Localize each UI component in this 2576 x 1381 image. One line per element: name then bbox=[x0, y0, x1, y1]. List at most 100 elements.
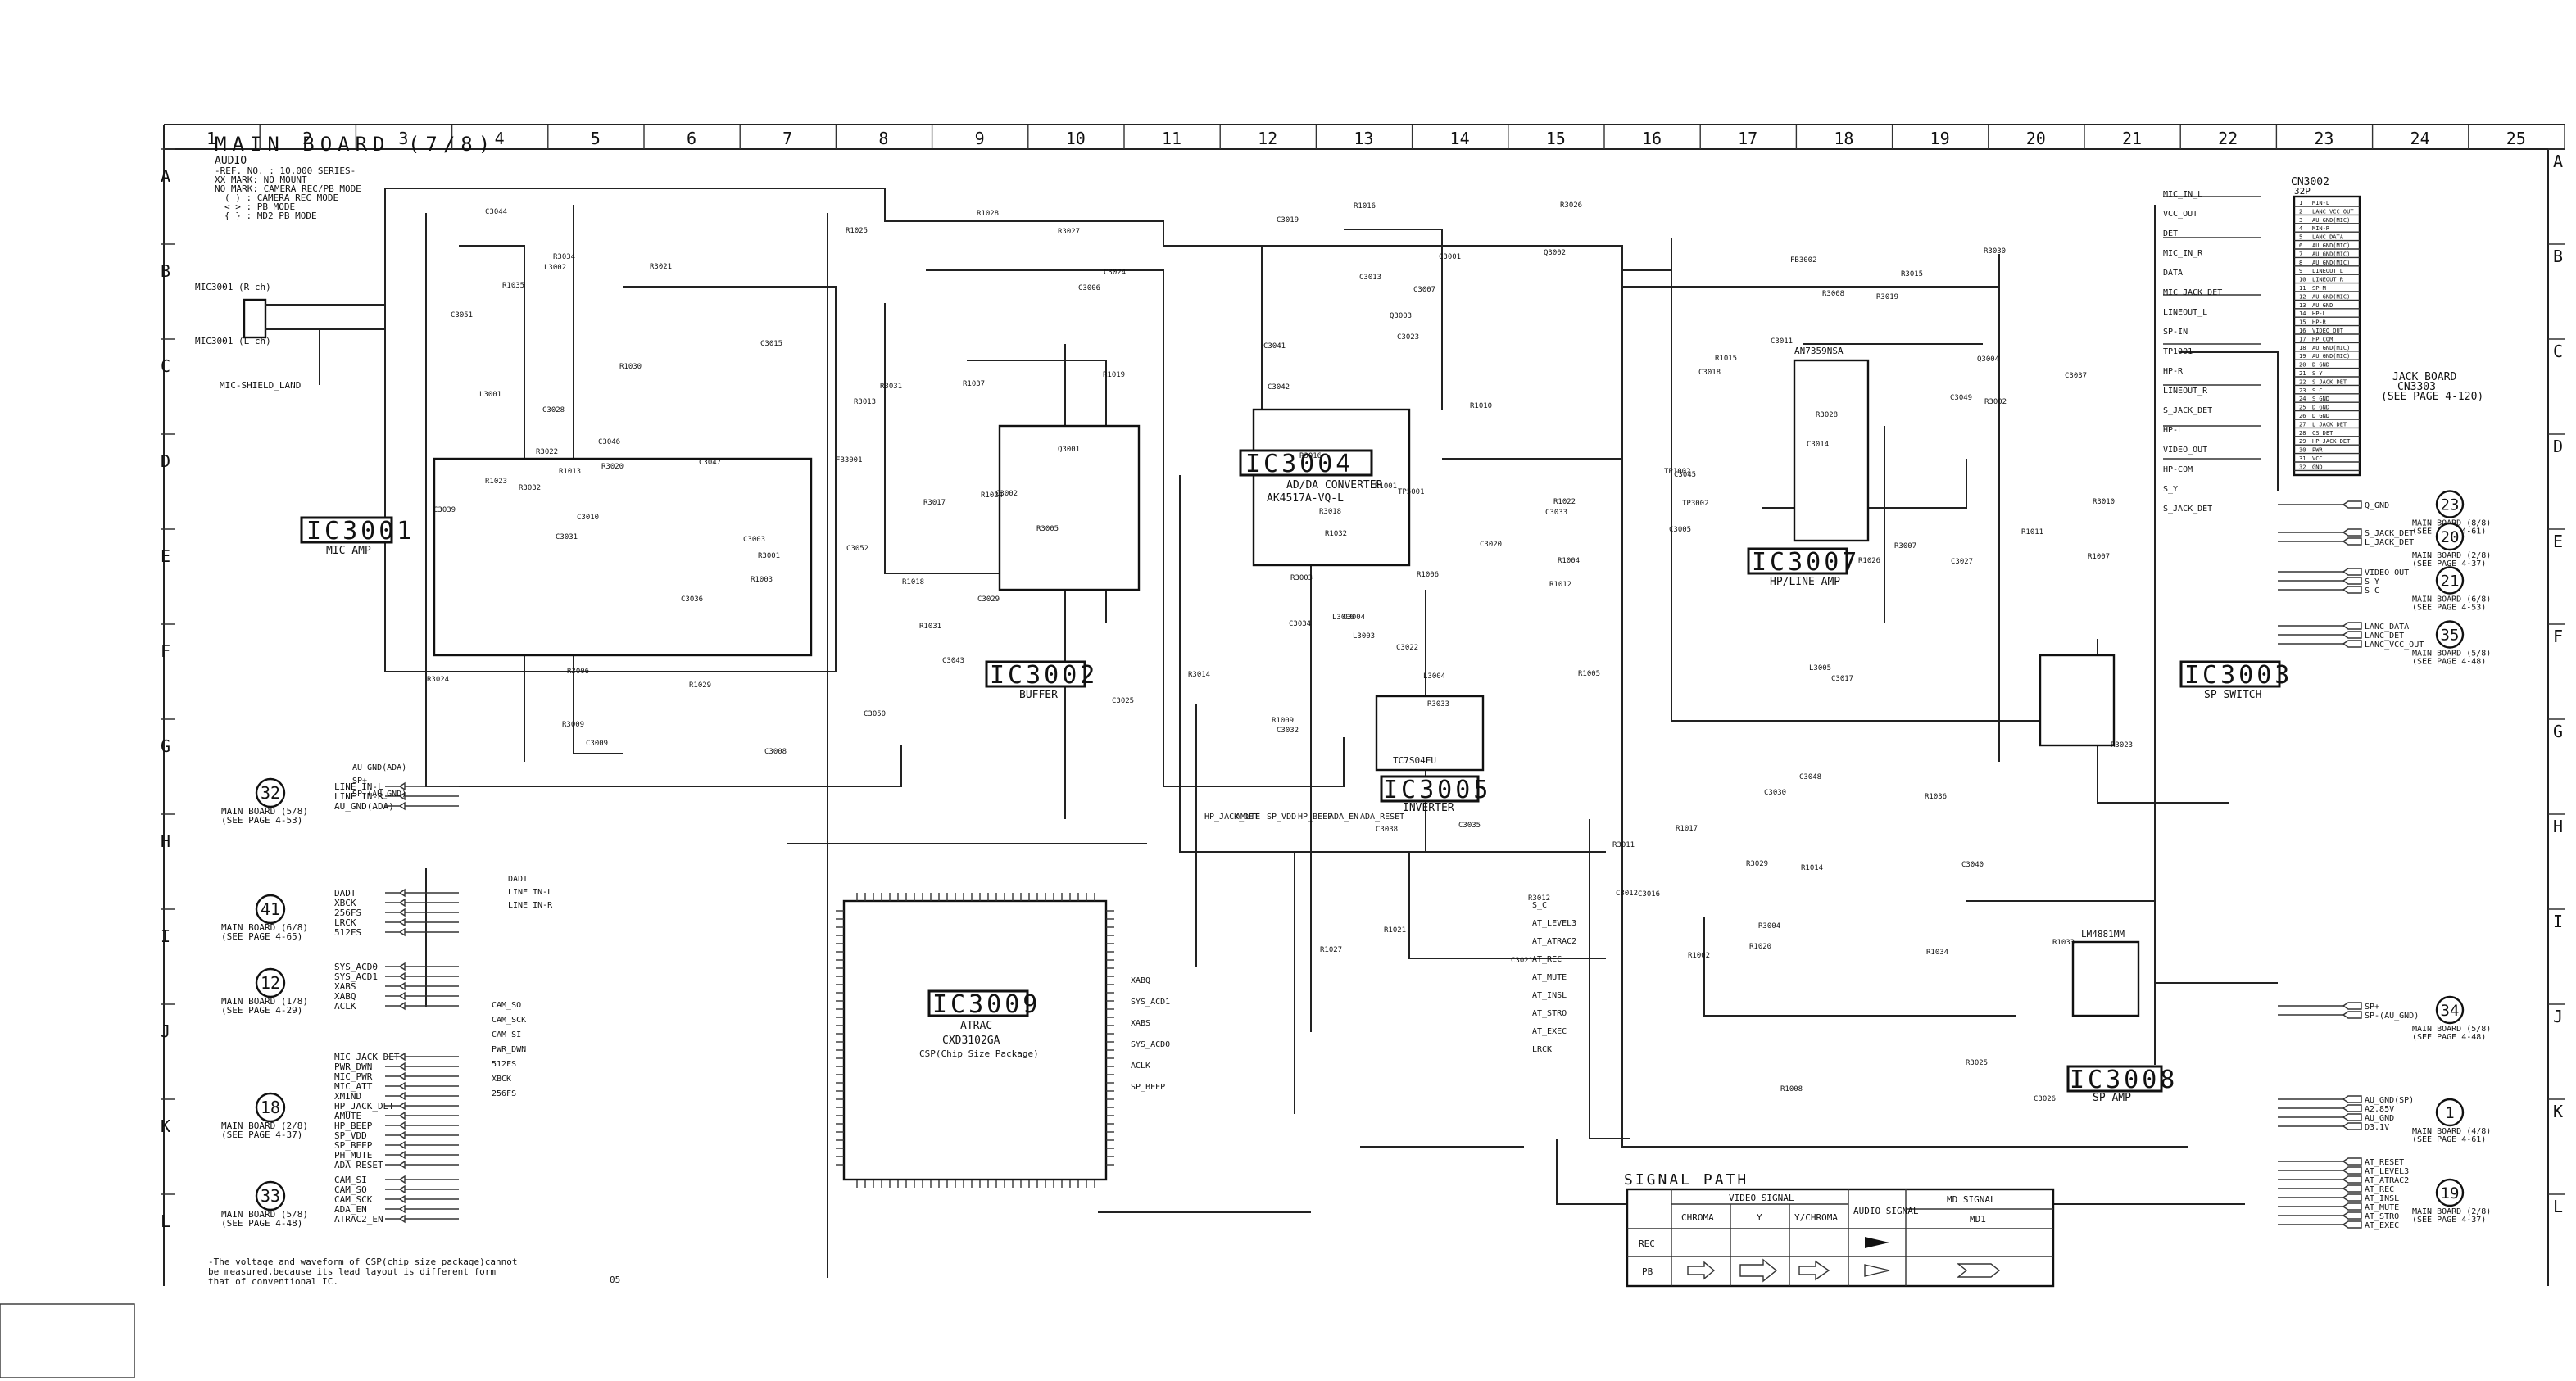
jack-pin-name: MIN-R bbox=[2312, 225, 2330, 232]
connector-arrow-icon bbox=[385, 1194, 406, 1204]
footnote-line: be measured,because its lead layout is d… bbox=[208, 1266, 496, 1277]
connector-page: (SEE PAGE 4-29) bbox=[221, 1005, 302, 1016]
component-ref: FB3001 bbox=[836, 456, 863, 464]
column-label: 23 bbox=[2314, 129, 2333, 148]
component-ref: R1004 bbox=[1558, 557, 1580, 565]
connector-board: MAIN BOARD (2/8) bbox=[2412, 1207, 2491, 1216]
connector-arrow-icon bbox=[385, 801, 406, 811]
connector-board: MAIN BOARD (1/8) bbox=[221, 996, 308, 1007]
connector-signal: SP+ bbox=[2365, 1003, 2379, 1012]
connector-board: MAIN BOARD (5/8) bbox=[221, 1209, 308, 1220]
net-label: SP-IN bbox=[2163, 328, 2188, 337]
jack-pin-number: 28 bbox=[2299, 430, 2306, 437]
net-label: HP_JACK_DET bbox=[1204, 813, 1259, 822]
ic-func: INVERTER bbox=[1403, 802, 1454, 814]
connector-page: (SEE PAGE 4-48) bbox=[221, 1218, 302, 1229]
connector-page: (SEE PAGE 4-37) bbox=[2412, 559, 2486, 568]
jack-pin-number: 19 bbox=[2299, 353, 2306, 360]
row-label: G bbox=[2553, 722, 2563, 741]
component-ref: C3007 bbox=[1413, 286, 1435, 294]
connector-number: 19 bbox=[2441, 1184, 2460, 1202]
component-ref: C3026 bbox=[2034, 1095, 2056, 1103]
row-label: I bbox=[2553, 912, 2563, 931]
legend-row-rec: REC bbox=[1639, 1238, 1655, 1249]
jack-pin-name: HP-R bbox=[2312, 319, 2327, 326]
connector-signal: AU_GND bbox=[2365, 1114, 2394, 1123]
legend-title: SIGNAL PATH bbox=[1624, 1171, 1748, 1189]
connector-signal: ATRAC2_EN bbox=[334, 1214, 383, 1225]
net-label: S_C bbox=[1532, 901, 1547, 910]
component-ref: R1025 bbox=[846, 227, 868, 235]
column-label: 13 bbox=[1354, 129, 1373, 148]
ic-part: LM4881MM bbox=[2081, 929, 2125, 940]
component-ref: C3033 bbox=[1545, 509, 1567, 517]
column-label: 19 bbox=[1930, 129, 1950, 148]
connector-circle bbox=[2435, 1098, 2465, 1127]
connector-number: 35 bbox=[2441, 627, 2460, 645]
connector-number: 33 bbox=[261, 1186, 280, 1206]
component-ref: R3018 bbox=[1319, 508, 1341, 516]
connector-signal: XBCK bbox=[334, 898, 356, 908]
jack-pin-number: 22 bbox=[2299, 378, 2306, 385]
component-ref: R1013 bbox=[559, 468, 581, 476]
connector-signal: 256FS bbox=[334, 908, 361, 918]
component-ref: C3046 bbox=[598, 438, 620, 446]
connector-signal: AT_REC bbox=[2365, 1185, 2394, 1194]
row-label: D bbox=[161, 451, 170, 471]
column-label: 25 bbox=[2506, 129, 2526, 148]
connector-signal: MIC_ATT bbox=[334, 1081, 373, 1092]
legend-y: Y bbox=[1757, 1212, 1762, 1223]
connector-arrow-icon bbox=[385, 1071, 406, 1081]
connector-circle bbox=[255, 967, 286, 998]
connector-signal: HP_BEEP bbox=[334, 1121, 373, 1131]
ref-note: NO MARK: CAMERA REC/PB MODE bbox=[215, 183, 361, 194]
ic-note: CSP(Chip Size Package) bbox=[919, 1048, 1039, 1059]
row-label: J bbox=[2553, 1007, 2563, 1026]
connector-arrow-icon bbox=[2342, 631, 2362, 639]
column-label: 4 bbox=[495, 129, 505, 148]
ic-func: SP AMP bbox=[2093, 1092, 2131, 1104]
component-ref: C3004 bbox=[1343, 614, 1365, 622]
connector-signal: AT_INSL bbox=[2365, 1194, 2399, 1203]
ic-part: AN7359NSA bbox=[1794, 346, 1844, 356]
component-ref: C3010 bbox=[577, 514, 599, 522]
cn-ref: CN3002 bbox=[2291, 176, 2329, 188]
net-label: HP-L bbox=[2163, 426, 2183, 435]
jack-pin-name: HP_JACK_DET bbox=[2312, 438, 2351, 445]
net-label: LRCK bbox=[1532, 1045, 1552, 1054]
row-label: H bbox=[2553, 817, 2563, 836]
connector-signal: S_Y bbox=[2365, 577, 2379, 586]
net-label: DET bbox=[2163, 229, 2178, 238]
component-ref: R3030 bbox=[1984, 247, 2006, 256]
connector-circle bbox=[255, 777, 286, 808]
connector-arrow-icon bbox=[385, 927, 406, 937]
jack-pin-name: HP_COM bbox=[2312, 336, 2333, 342]
footnote-line: -The voltage and waveform of CSP(chip si… bbox=[208, 1256, 518, 1267]
connector-signal: LANC_VCC_OUT bbox=[2365, 641, 2424, 650]
connector-arrow-icon bbox=[385, 781, 406, 791]
connector-arrow-icon bbox=[385, 1184, 406, 1194]
net-label: S_JACK_DET bbox=[2163, 505, 2212, 514]
component-ref: R1031 bbox=[919, 623, 941, 631]
connector-arrow-icon bbox=[2342, 1104, 2362, 1112]
ic3009-pins bbox=[836, 893, 1114, 1188]
component-ref: R1023 bbox=[485, 478, 507, 486]
component-ref: R3013 bbox=[854, 398, 876, 406]
component-ref: C3029 bbox=[977, 595, 1000, 604]
jack-pin-name: S_C bbox=[2312, 387, 2323, 394]
connector-arrow-icon bbox=[385, 1160, 406, 1170]
connector-signal: SP_BEEP bbox=[334, 1140, 373, 1151]
row-label: L bbox=[161, 1211, 170, 1231]
connector-arrow-icon bbox=[2342, 1011, 2362, 1019]
component-ref: R3031 bbox=[880, 383, 902, 391]
connector-signal: AT_LEVEL3 bbox=[2365, 1167, 2409, 1176]
component-ref: R1032 bbox=[1325, 530, 1347, 538]
component-ref: C3044 bbox=[485, 208, 507, 216]
chroma-pb-arrow-icon bbox=[1687, 1261, 1716, 1280]
connector-circle bbox=[2435, 566, 2465, 595]
connector-arrow-icon bbox=[385, 1081, 406, 1091]
ic-part: AK4517A-VQ-L bbox=[1267, 492, 1344, 505]
row-label: C bbox=[2553, 342, 2563, 361]
ic-func: MIC AMP bbox=[326, 545, 371, 557]
